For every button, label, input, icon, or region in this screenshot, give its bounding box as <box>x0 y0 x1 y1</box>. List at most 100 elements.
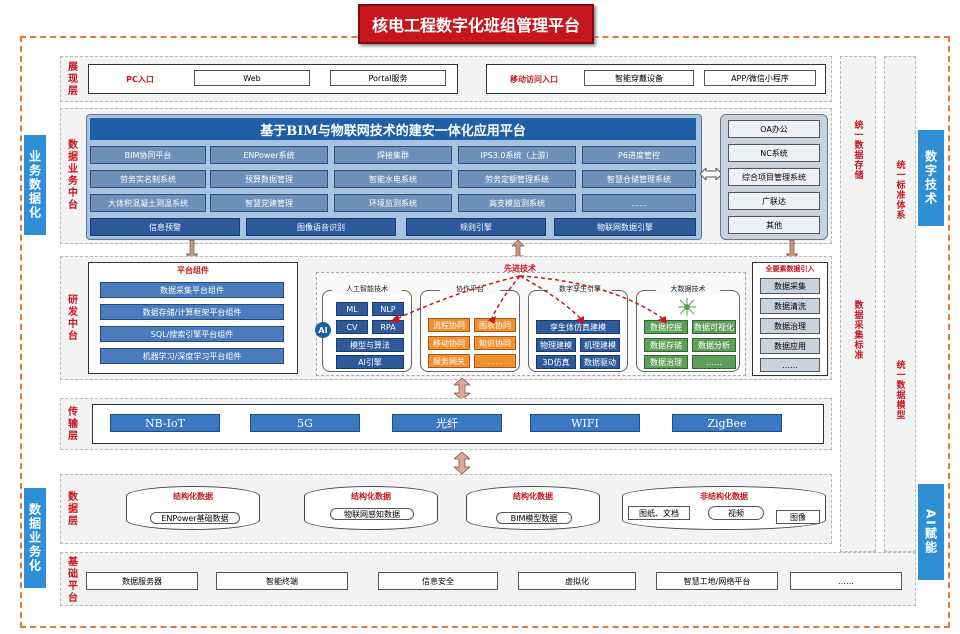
base-layer-label: 基础平台 <box>65 556 77 604</box>
smart-warehouse-system[interactable]: 智慧仓储管理系统 <box>582 170 696 188</box>
intake-collect[interactable]: 数据采集 <box>760 278 820 294</box>
right-column-b <box>884 56 916 552</box>
sql-search-component[interactable]: SQL/搜索引擎平台组件 <box>100 326 284 342</box>
nbiot[interactable]: NB-IoT <box>110 414 220 432</box>
bigdata-more: …… <box>692 355 736 369</box>
fiber[interactable]: 光纤 <box>392 414 502 432</box>
intake-govern[interactable]: 数据治理 <box>760 318 820 334</box>
iot-data-engine[interactable]: 物联网数据引擎 <box>554 218 696 236</box>
bim-platform[interactable]: BIM协同平台 <box>90 146 206 164</box>
transport-layer-label: 传输层 <box>65 406 77 442</box>
data-driven[interactable]: 数据驱动 <box>580 355 620 369</box>
data-layer-label: 数据层 <box>65 491 77 527</box>
enpower-data-title: 结构化数据 <box>173 491 213 501</box>
web-entry[interactable]: Web <box>194 70 310 86</box>
data-center-label: 数据业务中台 <box>65 139 77 211</box>
iot-data-title: 结构化数据 <box>351 491 391 501</box>
iot-data-label: 物联网感知数据 <box>330 508 414 520</box>
welding-cluster[interactable]: 焊接集群 <box>334 146 452 164</box>
3d-simulation[interactable]: 3D仿真 <box>536 355 576 369</box>
drawings-docs: 图纸、文档 <box>628 506 690 520</box>
glodon[interactable]: 广联达 <box>728 192 820 210</box>
oa-office[interactable]: OA办公 <box>728 120 820 138</box>
data-collection-component[interactable]: 数据采集平台组件 <box>100 282 284 298</box>
mobile-entry-label: 移动访问入口 <box>510 74 558 84</box>
platform-components-title: 平台组件 <box>177 265 209 275</box>
advanced-tech-arrows <box>390 275 666 324</box>
side-label-data-business: 数据业务化 <box>24 488 46 588</box>
right-column-a <box>840 56 876 552</box>
enpower-data-label: ENPower基础数据 <box>150 512 240 524</box>
mechanism-modeling[interactable]: 机理建模 <box>580 338 620 352</box>
physical-modeling[interactable]: 物理建模 <box>536 338 576 352</box>
nlp-cell[interactable]: NLP <box>372 302 404 316</box>
unified-storage-label: 统一数据存储 <box>852 120 863 180</box>
smart-site-network[interactable]: 智慧工地/网络平台 <box>656 572 778 590</box>
ips-system[interactable]: IPS3.0系统（上游） <box>458 146 576 164</box>
data-storage[interactable]: 数据存储 <box>644 338 688 352</box>
knowledge-collab[interactable]: 知识协同 <box>474 336 516 350</box>
ai-engine-cell[interactable]: AI引擎 <box>336 355 404 369</box>
arrow-up-down-icon-3 <box>454 452 470 474</box>
smart-terminal[interactable]: 智能终端 <box>216 572 348 590</box>
bidirectional-arrow-icon <box>700 168 722 180</box>
info-warning[interactable]: 信息预警 <box>90 218 240 236</box>
virtualization[interactable]: 虚拟化 <box>518 572 636 590</box>
twin-title: 数字孪生引擎 <box>548 284 612 294</box>
nc-system[interactable]: NC系统 <box>728 144 820 162</box>
unified-model-label: 统一数据模型 <box>894 360 905 420</box>
cv-cell[interactable]: CV <box>336 320 368 334</box>
intake-more: …… <box>760 358 820 372</box>
data-analysis[interactable]: 数据分析 <box>692 338 736 352</box>
p6-control[interactable]: P6进度管控 <box>582 146 696 164</box>
formwork-monitor[interactable]: 高支模监测系统 <box>458 194 576 212</box>
side-label-ai: AI赋能 <box>918 484 944 580</box>
platform-banner: 基于BIM与物联网技术的建安一体化应用平台 <box>90 118 696 140</box>
zigbee[interactable]: ZigBee <box>672 414 782 432</box>
wearable-entry[interactable]: 智能穿戴设备 <box>584 70 694 86</box>
concrete-temp-system[interactable]: 大体积混凝土测温系统 <box>90 194 206 212</box>
portal-entry[interactable]: Portal服务 <box>330 70 446 86</box>
app-entry[interactable]: APP/微信小程序 <box>704 70 816 86</box>
side-label-business-data: 业务数据化 <box>24 135 46 235</box>
process-collab[interactable]: 流程协同 <box>428 318 470 332</box>
5g[interactable]: 5G <box>250 414 360 432</box>
wifi[interactable]: WIFI <box>530 414 640 432</box>
other-systems[interactable]: 其他 <box>728 216 820 234</box>
service-gateway[interactable]: 服务网关 <box>428 354 470 368</box>
video-data: 视频 <box>708 506 764 520</box>
ai-badge-icon: AI <box>315 322 331 338</box>
image-data: 图像 <box>776 510 820 524</box>
unified-standard-label: 统一标准体系 <box>894 160 905 220</box>
intake-apply[interactable]: 数据应用 <box>760 338 820 354</box>
rule-engine[interactable]: 规则引擎 <box>406 218 546 236</box>
party-building[interactable]: 智慧党建管理 <box>210 194 328 212</box>
rd-center-label: 研发中台 <box>65 294 77 342</box>
ml-cell[interactable]: ML <box>336 302 368 316</box>
environment-monitor[interactable]: 环境监测系统 <box>334 194 452 212</box>
data-visualization[interactable]: 数据可视化 <box>692 320 736 334</box>
image-voice-recognition[interactable]: 图像语音识别 <box>246 218 396 236</box>
rpa-cell[interactable]: RPA <box>372 320 404 334</box>
storage-compute-component[interactable]: 数据存储/计算框架平台组件 <box>100 304 284 320</box>
pc-entry-label: PC入口 <box>126 74 154 84</box>
coop-more: …… <box>474 354 516 368</box>
project-management-system[interactable]: 综合项目管理系统 <box>728 168 820 186</box>
mobile-collab[interactable]: 移动协同 <box>428 336 470 350</box>
budget-data[interactable]: 预算数据管理 <box>210 170 328 188</box>
arrow-up-down-icon-2 <box>454 378 470 400</box>
smart-utility-system[interactable]: 智能水电系统 <box>334 170 452 188</box>
labor-quota-system[interactable]: 劳务定额管理系统 <box>458 170 576 188</box>
labor-realname-system[interactable]: 劳务实名制系统 <box>90 170 206 188</box>
coop-title: 协作平台 <box>440 284 500 294</box>
intake-clean[interactable]: 数据清洗 <box>760 298 820 314</box>
data-server[interactable]: 数据服务器 <box>86 572 198 590</box>
ml-dl-component[interactable]: 机器学习/深度学习平台组件 <box>100 348 284 364</box>
bim-data-title: 结构化数据 <box>513 491 553 501</box>
grid-more: …… <box>582 194 696 212</box>
bigdata-title: 大数据技术 <box>656 284 720 294</box>
enpower-system[interactable]: ENPower系统 <box>210 146 328 164</box>
data-governance[interactable]: 数据治理 <box>644 355 688 369</box>
model-algorithm-cell[interactable]: 模型与算法 <box>336 338 404 352</box>
info-security[interactable]: 信息安全 <box>378 572 498 590</box>
